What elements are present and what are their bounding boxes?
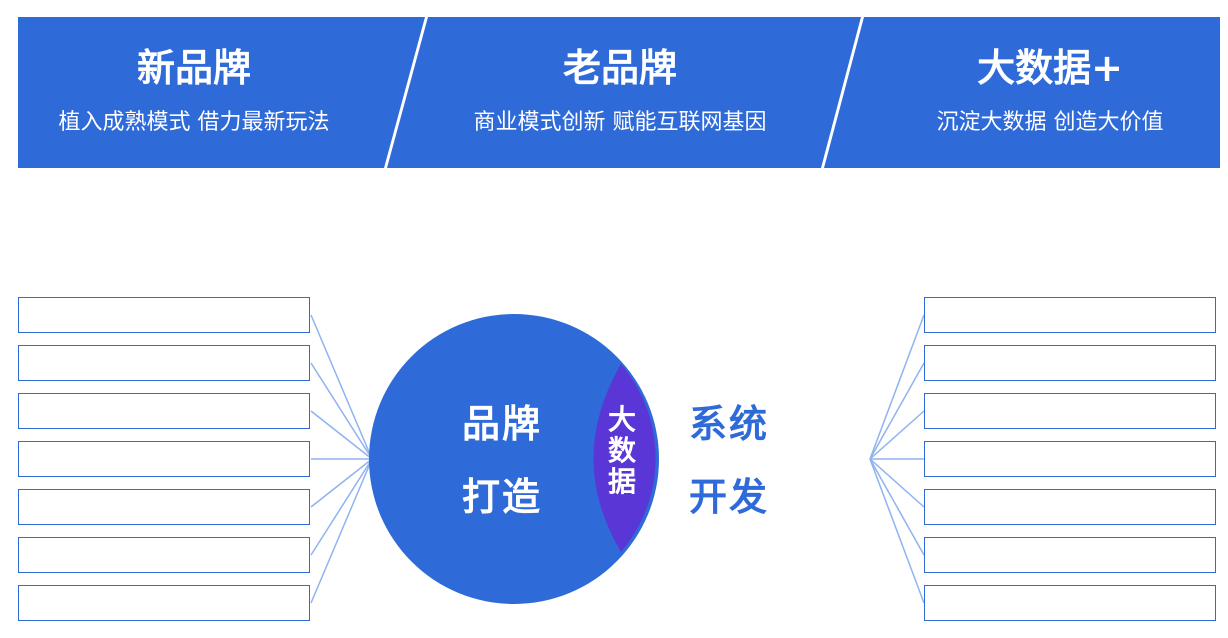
banner-panel-new-brand: 新品牌 植入成熟模式 借力最新玩法 <box>18 17 370 168</box>
left-input-box-2[interactable] <box>18 345 310 381</box>
banner-panel-big-data: 大数据+ 沉淀大数据 创造大价值 <box>880 17 1220 168</box>
right-input-box-1[interactable] <box>924 297 1216 333</box>
lens-label-big-data: 大 数 据 <box>603 404 641 497</box>
right-input-box-2[interactable] <box>924 345 1216 381</box>
banner-panel-old-brand-bg <box>387 17 861 168</box>
banner-background <box>18 17 1220 168</box>
right-input-box-3[interactable] <box>924 393 1216 429</box>
right-connector-line-3 <box>869 410 925 460</box>
right-label-system: 系统 <box>689 402 770 446</box>
left-input-box-3[interactable] <box>18 393 310 429</box>
right-input-box-5[interactable] <box>924 489 1216 525</box>
panel-title: 老品牌 <box>562 46 677 90</box>
left-connector-line-5 <box>310 458 373 508</box>
brand-circle <box>369 314 659 604</box>
connector-lines <box>310 314 925 604</box>
panel-subtitle: 沉淀大数据 创造大价值 <box>936 110 1164 135</box>
lens-char: 据 <box>607 465 636 498</box>
panel-title: 大数据+ <box>977 46 1123 90</box>
circle-label-brand: 品牌 <box>462 402 543 446</box>
left-input-box-6[interactable] <box>18 537 310 573</box>
left-connector-line-2 <box>310 362 373 460</box>
right-connector-line-6 <box>869 458 925 556</box>
left-connector-line-3 <box>310 410 373 460</box>
left-input-box-5[interactable] <box>18 489 310 525</box>
right-connector-line-7 <box>869 458 925 604</box>
left-connector-line-6 <box>310 458 373 556</box>
panel-subtitle: 商业模式创新 赋能互联网基因 <box>473 110 767 135</box>
left-input-box-1[interactable] <box>18 297 310 333</box>
panel-title: 新品牌 <box>136 46 251 90</box>
big-data-lens <box>593 364 656 552</box>
banner-panel-new-brand-bg <box>18 17 425 168</box>
left-input-box-7[interactable] <box>18 585 310 621</box>
circle-label-build: 打造 <box>462 475 543 519</box>
left-input-box-4[interactable] <box>18 441 310 477</box>
left-connector-line-7 <box>310 458 373 604</box>
right-label-develop: 开发 <box>689 475 770 519</box>
left-connector-line-1 <box>310 314 373 460</box>
banner-panel-big-data-bg <box>824 17 1220 168</box>
right-input-box-4[interactable] <box>924 441 1216 477</box>
panel-subtitle: 植入成熟模式 借力最新玩法 <box>58 110 330 135</box>
right-input-box-7[interactable] <box>924 585 1216 621</box>
right-input-box-6[interactable] <box>924 537 1216 573</box>
banner-panel-old-brand: 老品牌 商业模式创新 赋能互联网基因 <box>434 17 806 168</box>
right-connector-line-1 <box>869 314 925 460</box>
lens-char: 大 <box>607 403 636 436</box>
right-connector-line-5 <box>869 458 925 508</box>
right-connector-line-2 <box>869 362 925 460</box>
lens-char: 数 <box>607 434 636 467</box>
